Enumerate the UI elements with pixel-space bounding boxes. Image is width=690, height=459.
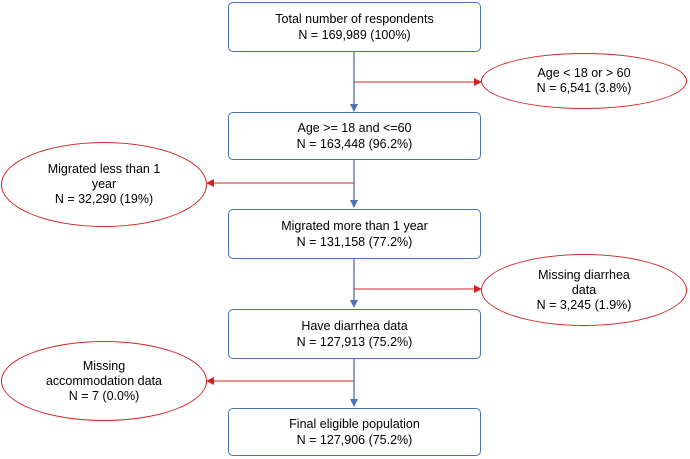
exclusion-line: N = 3,245 (1.9%) (536, 297, 632, 312)
exclusion-line: N = 32,290 (19%) (54, 192, 154, 206)
step-box-migrated-more: Migrated more than 1 year N = 131,158 (7… (228, 209, 481, 259)
exclusion-line: data (571, 282, 597, 297)
exclusion-ellipse-missing-diarrhea: Missing diarrhea data N = 3,245 (1.9%) (481, 254, 687, 326)
step-box-count: N = 163,448 (96.2%) (296, 137, 413, 151)
step-box-diarrhea-data: Have diarrhea data N = 127,913 (75.2%) (228, 309, 481, 359)
step-box-label: Age >= 18 and <=60 (297, 121, 412, 135)
exclusion-ellipse-age: Age < 18 or > 60 N = 6,541 (3.8%) (481, 53, 687, 109)
exclusion-line: Age < 18 or > 60 (537, 66, 631, 80)
step-box-count: N = 127,913 (75.2%) (296, 335, 413, 349)
exclusion-ellipse-missing-accommodation: Missing accommodation data N = 7 (0.0%) (1, 341, 207, 421)
step-box-total-respondents: Total number of respondents N = 169,989 … (228, 2, 481, 52)
step-box-count: N = 131,158 (77.2%) (296, 235, 413, 249)
step-box-count: N = 169,989 (100%) (298, 28, 411, 42)
step-box-label: Final eligible population (289, 417, 420, 431)
exclusion-line: Missing (82, 358, 126, 373)
step-box-final-population: Final eligible population N = 127,906 (7… (228, 408, 481, 456)
exclusion-line: N = 6,541 (3.8%) (536, 81, 632, 95)
exclusion-ellipse-migrated-less: Migrated less than 1 year N = 32,290 (19… (1, 142, 207, 227)
exclusion-line: Missing diarrhea (538, 267, 630, 282)
step-box-label: Total number of respondents (275, 12, 434, 26)
exclusion-line: N = 7 (0.0%) (68, 388, 140, 403)
step-box-age-range: Age >= 18 and <=60 N = 163,448 (96.2%) (228, 112, 481, 160)
exclusion-line: accommodation data (45, 373, 163, 388)
step-box-label: Have diarrhea data (301, 319, 408, 333)
exclusion-line: Migrated less than 1 (47, 162, 161, 176)
step-box-count: N = 127,906 (75.2%) (296, 433, 413, 447)
exclusion-line: year (91, 177, 117, 191)
step-box-label: Migrated more than 1 year (281, 219, 428, 233)
